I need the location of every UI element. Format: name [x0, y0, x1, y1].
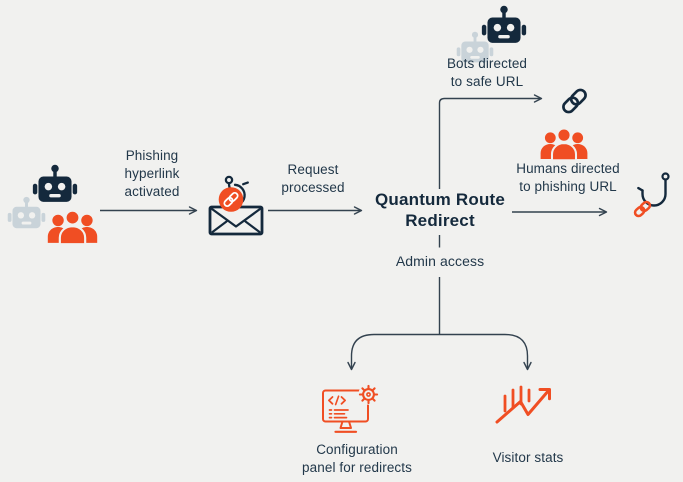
elbow-to-safe-url	[438, 94, 543, 189]
label-admin-access: Admin access	[395, 253, 485, 269]
label-bots-directed-safe-url: Bots directed to safe URL	[446, 56, 528, 89]
label-phishing-hyperlink-activated: Phishing hyperlink activated	[124, 148, 180, 199]
branch-to-config	[347, 333, 440, 371]
envelope-hook-link-icon	[206, 174, 266, 238]
branch-to-stats	[439, 333, 532, 371]
robot-dark-icon	[481, 5, 527, 47]
trending-chart-icon	[492, 380, 562, 427]
people-group-icon	[47, 208, 98, 246]
people-group-icon	[540, 126, 588, 162]
label-visitor-stats: Visitor stats	[492, 450, 564, 465]
label-humans-directed-phishing-url: Humans directed to phishing URL	[516, 161, 620, 194]
page-title-quantum-route-redirect: Quantum Route Redirect	[374, 190, 506, 231]
config-panel-gear-icon	[320, 383, 379, 437]
robot-light-icon	[7, 196, 46, 232]
label-request-processed: Request processed	[281, 162, 345, 195]
chain-link-icon	[556, 83, 593, 119]
label-configuration-panel: Configuration panel for redirects	[302, 442, 412, 475]
fish-hook-link-icon	[627, 170, 677, 232]
robot-light-icon	[456, 31, 494, 66]
robot-dark-icon	[32, 164, 78, 206]
